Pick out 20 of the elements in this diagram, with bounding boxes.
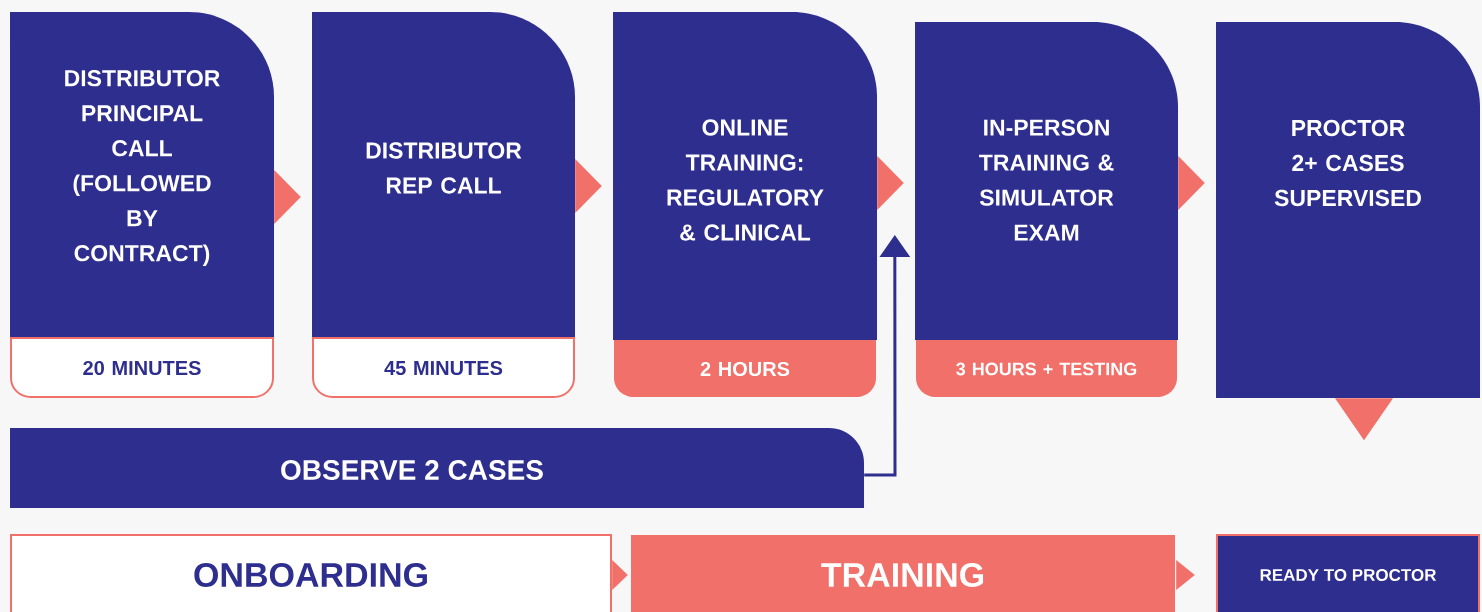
arrow [274,170,301,224]
step-card: DISTRIBUTOR PRINCIPAL CALL (FOLLOWED BY CONTRACT) 20 MINUTES [10,12,274,398]
step-card: ONLINE TRAINING: REGULATORY & CLINICAL 2 HOURS [613,12,877,397]
step-card: DISTRIBUTOR REP CALL 45 MINUTES [312,12,575,398]
arrow [1178,156,1205,210]
node-label: 20 MINUTES [83,360,201,376]
arrow [1335,398,1393,441]
arrow [1176,560,1195,590]
node-label: 3 HOURS + TESTING [956,362,1137,376]
node-label: 45 MINUTES [384,360,503,376]
step-card: IN-PERSON TRAINING & SIMULATOR EXAM 3 HOURS + TESTING [915,22,1178,397]
phase-bar: READY TO PROCTOR [1216,534,1480,612]
arrow [877,156,904,210]
phase-bar: TRAINING [631,535,1175,612]
stage-bar: OBSERVE 2 CASES [10,428,864,508]
arrow [612,560,628,590]
node-label: 2 HOURS [700,361,790,377]
arrow [575,159,602,213]
step-card: PROCTOR 2+ CASES SUPERVISED [1216,22,1480,398]
phase-bar: ONBOARDING [10,534,612,612]
